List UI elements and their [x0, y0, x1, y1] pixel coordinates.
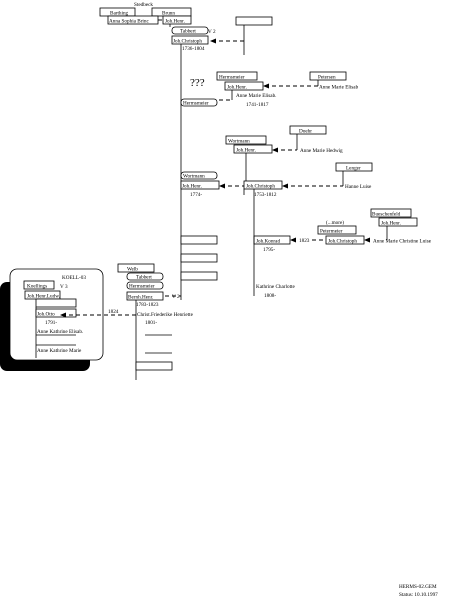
bernh-henr-box[interactable] — [126, 291, 164, 301]
koell-anne-kathrine-marie: Anne Kathrine Marie — [37, 348, 82, 354]
koell-anne-kathrine-elisab: Anne Kathrine Elisab. — [37, 329, 83, 335]
lower-years: 1783-1823 — [136, 302, 159, 308]
kathrine-charlotte: Kathrine Charlotte — [256, 284, 295, 290]
status-date: Status: 10.10.1997 — [399, 592, 438, 598]
buescheufeld-label: Bueschenfeld — [372, 211, 401, 218]
wortmann-label: Wortmann — [228, 139, 250, 145]
anne-marie-hedwig: Anne Marie Hedwig — [300, 148, 343, 154]
anna-sophia-label: Anna Sophia Brinc — [109, 19, 149, 25]
anne-marie-elisab: Anne Marie Elisab. — [236, 93, 276, 99]
more-label: (...more) — [326, 219, 344, 226]
hermsmeier-lower-box[interactable] — [126, 281, 164, 290]
buescheufeld-joh-henr-box[interactable] — [378, 217, 418, 227]
welb-label: Welb — [127, 267, 138, 273]
wortmann-box[interactable] — [225, 135, 267, 145]
wortmann-joh-christoph: Joh.Christoph — [246, 184, 275, 190]
wortmann-joh-henr-left-box[interactable] — [180, 180, 220, 190]
hermsmeier-label: Hermsmeier — [219, 75, 245, 81]
koell-card-title: KOELL-03 — [62, 275, 86, 281]
top-joh-christoph-label: Joh.Christoph — [173, 39, 202, 45]
joh-konrad-label: Joh.Konrad — [256, 239, 280, 245]
tubbert-top-box[interactable] — [171, 26, 209, 35]
wortmann-joh-christoph-box[interactable] — [243, 180, 283, 190]
friederike-years: 1801- — [145, 320, 157, 326]
buescheufeld-joh-henr: Joh.Henr. — [381, 221, 401, 227]
top-v2-label: V 2 — [208, 29, 216, 35]
koell-joh-otto: Joh.Otto — [37, 312, 55, 318]
top-right-blank-box[interactable] — [235, 16, 273, 26]
year-1823-label: 1823 — [299, 238, 310, 244]
unknown-marker: ??? — [190, 77, 205, 89]
koell-years: 1791- — [45, 320, 57, 326]
doehr-box[interactable] — [289, 125, 327, 135]
tubbert-lower-box[interactable] — [126, 272, 164, 281]
top-joh-christoph-box[interactable] — [171, 35, 209, 45]
file-code: HERMS-02.GEM — [399, 584, 437, 590]
barthing-label: Barthing — [110, 11, 129, 17]
christ-friederike: Christ.Friederike Henriette — [137, 312, 194, 318]
lenger-label: Lenger — [346, 166, 361, 172]
petersen-box[interactable] — [309, 71, 347, 81]
petermeier-label: Petermeier — [320, 229, 343, 235]
bernh-henr-label: Bernh.Henr. — [128, 295, 153, 301]
doehr-label: Doehr — [299, 129, 312, 135]
anne-marie-elisab-right: Anne Marie Elisab — [319, 85, 359, 91]
trunk-blank-box-3[interactable] — [180, 271, 218, 281]
lower-blank-box[interactable] — [135, 361, 173, 371]
brunn-label: Brunn — [162, 11, 175, 17]
hermsmeier-years: 1741-1817 — [246, 102, 269, 108]
petermeier-joh-christoph: Joh.Christoph — [328, 239, 357, 245]
koellings-label: Koellings — [27, 284, 47, 290]
koell-v3-label: V 3 — [60, 284, 68, 290]
trunk-blank-box-2[interactable] — [180, 253, 218, 263]
wortmann-joh-henr-label: Joh.Henr. — [236, 148, 256, 154]
top-years: 1736-1804 — [182, 46, 205, 52]
hermsmeier-joh-henr-label: Joh.Henr. — [227, 85, 247, 91]
petersen-label: Petersen — [318, 75, 336, 81]
hanne-luise: Hanne Luise — [345, 184, 372, 190]
tubbert-lower-label: Tabbert — [136, 275, 152, 281]
hermsmeier-tab-box[interactable] — [180, 98, 218, 107]
koellings-box[interactable] — [23, 280, 55, 290]
hermsmeier-lower-label: Hermsmeier — [129, 284, 155, 290]
petermeier-box[interactable] — [317, 225, 357, 235]
koell-joh-henr-ludw: Joh.Henr.Ludw. — [27, 294, 60, 300]
tubbert-top-label: Tabbert — [180, 29, 196, 35]
hermsmeier-box[interactable] — [216, 71, 258, 81]
anne-marie-christine: Anne Marie Christine Luise — [373, 239, 432, 245]
wortmann-years-christoph: 1753-1812 — [254, 192, 277, 198]
wortmann-years-left: 1774- — [190, 192, 202, 198]
lenger-box[interactable] — [335, 162, 373, 172]
koell-joh-otto-box[interactable] — [35, 308, 77, 318]
top-joh-henr-box[interactable] — [162, 15, 192, 25]
welb-box[interactable] — [117, 263, 155, 273]
trunk-blank-box-1[interactable] — [180, 235, 218, 245]
wortmann-tab-label: Wortmann — [183, 174, 205, 180]
year-1824-label: 1824 — [108, 309, 119, 315]
wortmann-tab-box[interactable] — [180, 171, 218, 180]
stedbeck-label: Stedbeck — [134, 2, 153, 8]
hermsmeier-tab-label: Hermsmeier — [183, 101, 209, 107]
koell-blank-box-1[interactable] — [35, 298, 77, 308]
joh-konrad-years: 1795- — [263, 247, 275, 253]
wortmann-joh-henr-box[interactable] — [233, 144, 273, 154]
kathrine-years: 1808- — [264, 293, 276, 299]
lower-v2-label: V 2 — [172, 294, 180, 300]
wortmann-joh-henr-left: Joh.Henr. — [182, 184, 202, 190]
top-joh-henr-label: Joh.Henr. — [165, 19, 185, 25]
buescheufeld-box[interactable] — [370, 208, 412, 218]
